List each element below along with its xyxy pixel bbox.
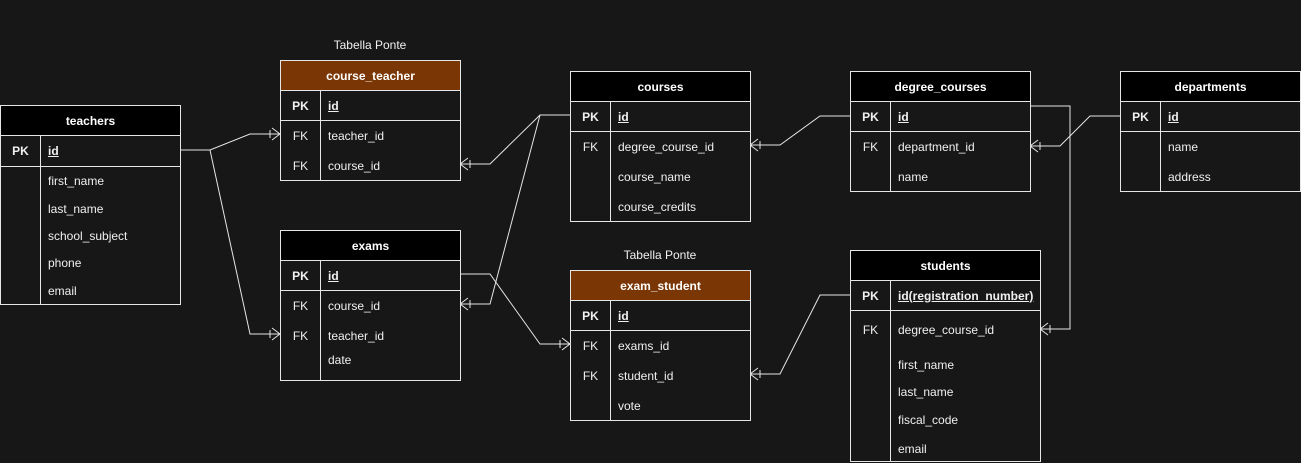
table-row: name bbox=[898, 170, 929, 184]
bridge-label-exam-student: Tabella Ponte bbox=[623, 248, 697, 262]
table-row: phone bbox=[48, 256, 82, 270]
table-row: course_credits bbox=[618, 200, 697, 214]
crowsfoot-exams-teacher bbox=[269, 327, 281, 341]
link-course-teacher-courses bbox=[460, 114, 570, 165]
table-row: school_subject bbox=[48, 229, 128, 243]
table-row: email bbox=[48, 284, 77, 298]
link-exams-courses bbox=[460, 114, 541, 305]
link-teachers-course-teacher bbox=[180, 133, 280, 151]
crowsfoot-exam-student-exams bbox=[559, 337, 571, 351]
bridge-label-course-teacher: Tabella Ponte bbox=[333, 38, 407, 52]
table-row: email bbox=[898, 442, 927, 456]
table-row: vote bbox=[618, 399, 641, 413]
link-teachers-exams bbox=[209, 149, 280, 335]
crowsfoot-degree-department bbox=[1029, 139, 1041, 153]
entity-title: students bbox=[851, 251, 1040, 281]
table-row: address bbox=[1168, 170, 1211, 184]
table-row: fiscal_code bbox=[898, 413, 959, 427]
crowsfoot-course-teacher-course bbox=[459, 157, 471, 171]
table-row: date bbox=[328, 353, 352, 367]
table-row: last_name bbox=[898, 385, 954, 399]
link-exams-exam-student bbox=[460, 273, 570, 345]
table-row: last_name bbox=[48, 202, 104, 216]
entity-title: exams bbox=[281, 231, 460, 261]
link-students-degree-courses bbox=[1030, 105, 1071, 330]
entity-title: degree_courses bbox=[851, 72, 1030, 102]
entity-title: departments bbox=[1121, 72, 1300, 102]
entity-title: exam_student bbox=[571, 271, 750, 301]
crowsfoot-students-degree bbox=[1039, 322, 1051, 336]
table-row: first_name bbox=[898, 358, 955, 372]
link-exam-student-students bbox=[750, 294, 850, 375]
table-row: first_name bbox=[48, 174, 105, 188]
entity-title: courses bbox=[571, 72, 750, 102]
crowsfoot-exam-student-student bbox=[749, 367, 761, 381]
table-row: name bbox=[1168, 140, 1199, 154]
link-courses-degree-courses bbox=[750, 115, 850, 146]
table-row: course_name bbox=[618, 170, 691, 184]
entity-title: teachers bbox=[1, 106, 180, 136]
entity-title: course_teacher bbox=[281, 61, 460, 91]
link-degree-courses-departments bbox=[1030, 115, 1120, 147]
crowsfoot-course-teacher bbox=[269, 127, 281, 141]
crowsfoot-exams-course bbox=[459, 297, 471, 311]
crowsfoot-courses-degree bbox=[749, 138, 761, 152]
